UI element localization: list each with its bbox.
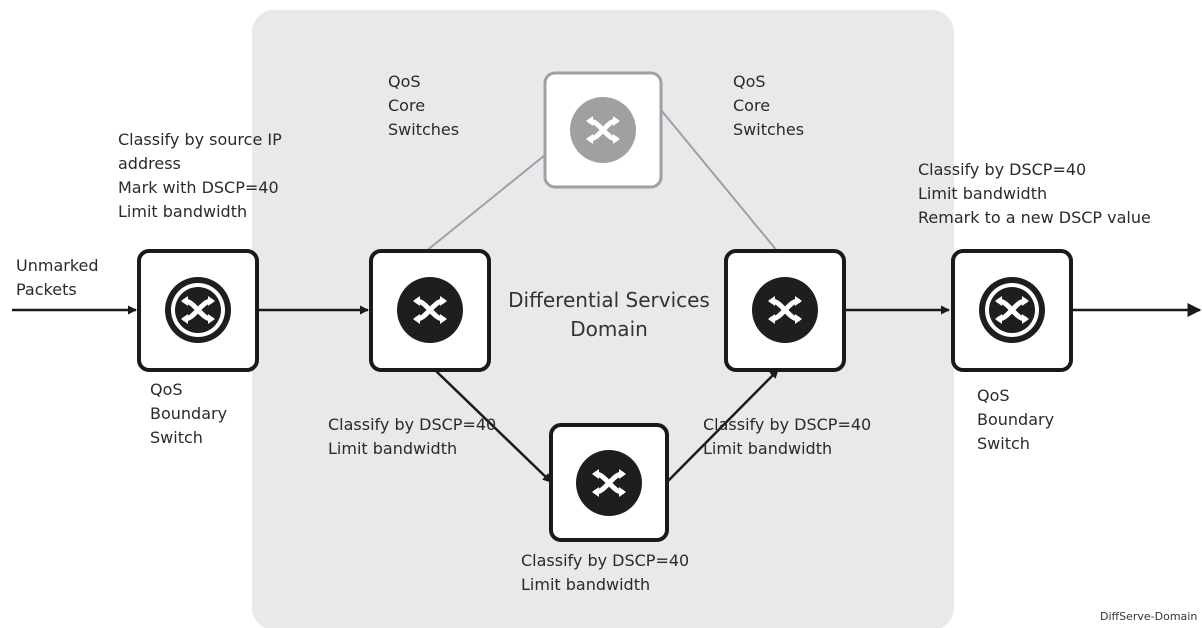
core-switch-right xyxy=(724,249,846,372)
diffserv-domain-region xyxy=(252,10,954,628)
arrow-core-left-to-bottom xyxy=(435,370,552,483)
link-top-to-core-right xyxy=(660,109,779,253)
link-core-left-to-top xyxy=(424,154,546,253)
boundary-switch-left xyxy=(137,249,259,372)
figure-caption: DiffServe-Domain xyxy=(1100,610,1198,623)
core-left-notes: Classify by DSCP=40 Limit bandwidth xyxy=(328,415,497,458)
core-top-name-left: QoS Core Switches xyxy=(388,72,460,139)
arrow-bottom-to-core-right xyxy=(666,369,779,483)
boundary-switch-right xyxy=(951,249,1073,372)
boundary-right-name: QoS Boundary Switch xyxy=(977,386,1055,453)
domain-label: Differential Services Domain xyxy=(508,288,710,341)
core-right-notes: Classify by DSCP=40 Limit bandwidth xyxy=(703,415,872,458)
core-switch-bottom xyxy=(549,423,669,542)
boundary-left-name: QoS Boundary Switch xyxy=(150,380,228,447)
core-switch-left xyxy=(369,249,491,372)
core-bottom-notes: Classify by DSCP=40 Limit bandwidth xyxy=(521,551,690,594)
core-top-name-right: QoS Core Switches xyxy=(733,72,805,139)
boundary-right-notes: Classify by DSCP=40 Limit bandwidth Rema… xyxy=(918,160,1151,227)
core-switch-top xyxy=(543,71,663,189)
input-label: Unmarked Packets xyxy=(16,256,99,299)
boundary-left-notes: Classify by source IP address Mark with … xyxy=(118,130,282,221)
